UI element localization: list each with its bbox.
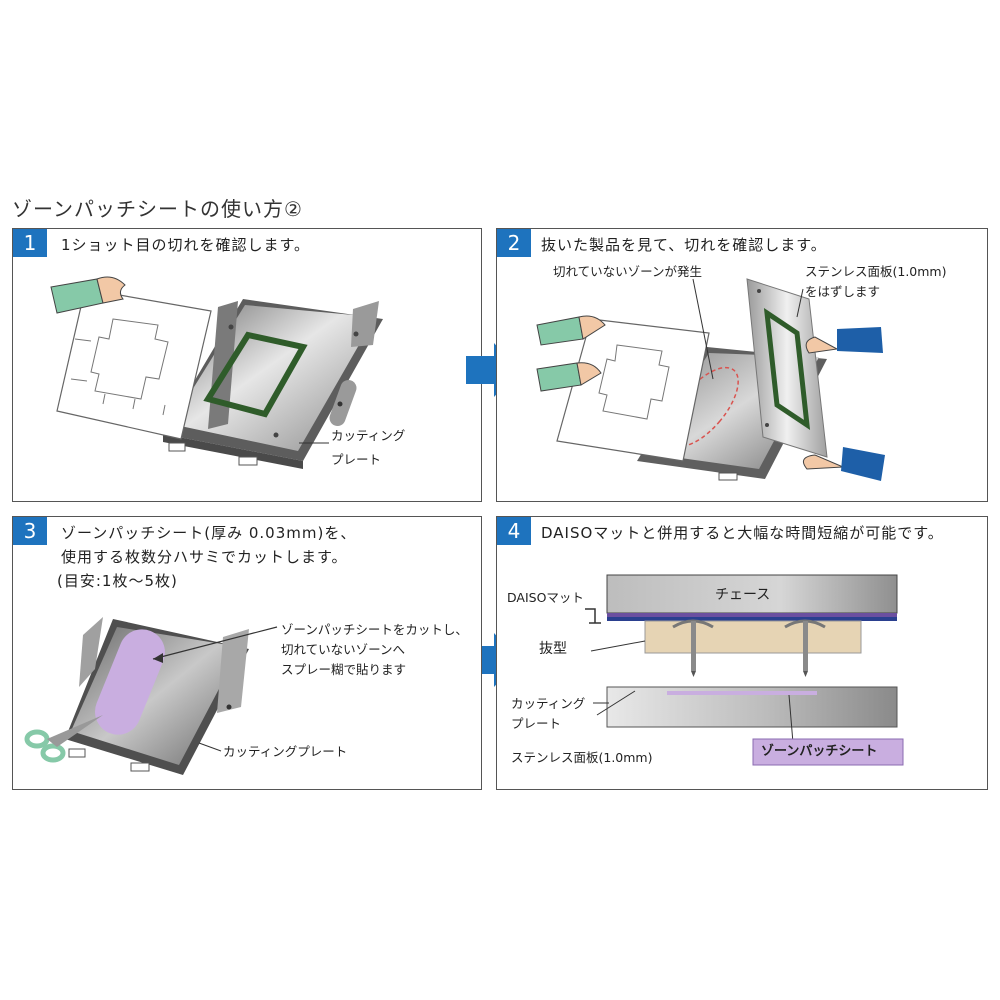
- step-3-patch-note-2: 切れていないゾーンへ: [281, 642, 406, 657]
- step-3-text-line-1: ゾーンパッチシート(厚み 0.03mm)を、: [61, 524, 357, 542]
- step-4-cutting-plate-label-1: カッティング: [511, 696, 586, 711]
- step-3-patch-note-3: スプレー糊で貼ります: [281, 662, 407, 677]
- step-3-number: 3: [13, 517, 47, 545]
- step-2-text: 抜いた製品を見て、切れを確認します。: [541, 236, 827, 254]
- step-4-stainless-label: ステンレス面板(1.0mm): [511, 750, 653, 765]
- step-2-number: 2: [497, 229, 531, 257]
- step-1-text: 1ショット目の切れを確認します。: [61, 236, 311, 254]
- step-1-cutting-plate-label-1: カッティング: [331, 428, 406, 443]
- step-2-stainless-label-2: をはずします: [805, 284, 881, 299]
- step-3-cutting-plate-label: カッティングプレート: [223, 744, 348, 759]
- step-2-illustration: [536, 278, 885, 481]
- step-4-zone-patch-sheet-label: ゾーンパッチシート: [761, 744, 878, 759]
- page-title: ゾーンパッチシートの使い方②: [12, 197, 303, 221]
- step-3-panel: 3 ゾーンパッチシート(厚み 0.03mm)を、 使用する枚数分ハサミでカットし…: [12, 516, 482, 790]
- step-1-panel: 1 1ショット目の切れを確認します。 カッティング プレート: [12, 228, 482, 502]
- step-3-text-line-3: (目安:1枚〜5枚): [57, 572, 178, 590]
- step-4-text: DAISOマットと併用すると大幅な時間短縮が可能です。: [541, 524, 944, 542]
- step-3-text-line-2: 使用する枚数分ハサミでカットします。: [61, 548, 348, 566]
- step-2-stainless-label-1: ステンレス面板(1.0mm): [805, 264, 947, 279]
- step-1-illustration: [50, 276, 383, 469]
- step-4-number: 4: [497, 517, 531, 545]
- step-3-patch-note-1: ゾーンパッチシートをカットし、: [281, 622, 468, 637]
- step-3-illustration: [24, 617, 278, 775]
- step-4-cutting-plate-label-2: プレート: [511, 716, 562, 731]
- step-4-cross-section: [585, 574, 904, 766]
- step-4-daiso-mat-label: DAISOマット: [507, 590, 584, 605]
- step-1-cutting-plate-label-2: プレート: [331, 452, 382, 467]
- step-2-uncut-zone-label: 切れていないゾーンが発生: [553, 264, 703, 279]
- step-4-die-label: 抜型: [539, 641, 567, 657]
- step-2-panel: 2 抜いた製品を見て、切れを確認します。: [496, 228, 988, 502]
- step-4-chase-label: チェース: [715, 587, 771, 603]
- step-4-panel: 4 DAISOマットと併用すると大幅な時間短縮が可能です。: [496, 516, 988, 790]
- step-1-leader-line: [299, 442, 329, 444]
- step-1-number: 1: [13, 229, 47, 257]
